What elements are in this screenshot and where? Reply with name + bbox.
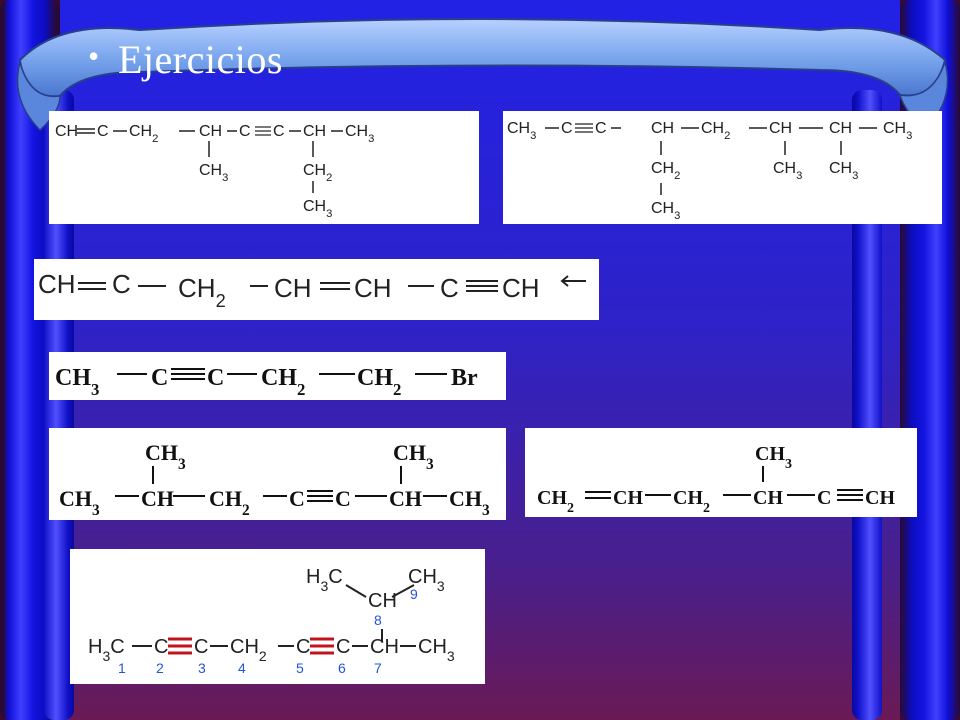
arrow-left-icon <box>560 275 586 287</box>
atom-number: 5 <box>296 660 304 676</box>
atom: CH3 <box>829 160 858 182</box>
atom: CH3 <box>883 120 912 142</box>
atom: Br <box>451 365 478 391</box>
atom: CH2 <box>303 162 332 184</box>
atom: CH <box>303 123 326 140</box>
atom: C <box>154 636 168 658</box>
atom: CH <box>141 486 174 511</box>
atom-number: 1 <box>118 660 126 676</box>
atom-number: 4 <box>238 660 246 676</box>
atom: CH3 <box>755 443 792 472</box>
atom: CH <box>865 487 895 509</box>
atom: CH <box>38 269 76 299</box>
atom: CH3 <box>449 486 490 519</box>
slide-title: • Ejercicios <box>88 36 283 83</box>
title-text: Ejercicios <box>118 37 283 82</box>
atom: CH3 <box>773 160 802 182</box>
atom: CH3 <box>303 198 332 220</box>
atom: CH2 <box>129 123 158 145</box>
atom: CH <box>651 120 674 137</box>
atom: CH2 <box>261 365 305 399</box>
atom: C <box>440 273 459 303</box>
atom: CH3 <box>59 486 100 519</box>
atom: CH2 <box>209 486 250 519</box>
atom-number: 6 <box>338 660 346 676</box>
atom: CH3 <box>393 440 434 473</box>
atom: CH <box>829 120 852 137</box>
atom-number: 2 <box>156 660 164 676</box>
atom: CH2 <box>178 273 226 311</box>
atom: C <box>595 120 607 137</box>
atom: CH3 <box>55 365 99 399</box>
structure-6: CH3 CH2 CH CH2 CH C CH <box>525 428 917 517</box>
structure-2: CH3 C C CH CH2 CH CH CH3 CH2 CH3 CH3 CH3 <box>503 111 942 224</box>
atom: C <box>561 120 573 137</box>
structure-7: H3C CH3 CH 9 8 H3C C C CH2 C C CH CH3 1 <box>70 549 485 684</box>
atom: C <box>151 365 168 391</box>
atom: CH3 <box>651 200 680 222</box>
atom: CH2 <box>701 120 730 142</box>
atom: CH <box>55 123 78 140</box>
atom: H3C <box>306 566 343 594</box>
atom: C <box>336 636 350 658</box>
atom-number: 8 <box>374 612 382 628</box>
structure-4: CH3 C C CH2 CH2 Br <box>49 352 506 400</box>
atom: CH2 <box>230 636 267 664</box>
atom: CH <box>368 590 397 612</box>
atom: CH <box>389 486 422 511</box>
structure-1: CH C CH2 CH C C CH CH3 CH3 CH2 CH3 <box>49 111 479 224</box>
atom: CH <box>354 273 392 303</box>
atom: CH3 <box>145 440 186 473</box>
atom: CH3 <box>199 162 228 184</box>
atom: C <box>112 269 131 299</box>
atom: CH3 <box>418 636 455 664</box>
atom: CH2 <box>673 487 710 516</box>
atom: C <box>335 486 351 511</box>
atom: CH <box>199 123 222 140</box>
atom: CH3 <box>507 120 536 142</box>
atom: CH <box>274 273 312 303</box>
atom: C <box>97 123 109 140</box>
structure-5: CH3 CH3 CH3 CH CH2 C C CH CH3 <box>49 428 506 520</box>
atom: CH2 <box>537 487 574 516</box>
atom: C <box>207 365 224 391</box>
structure-3: CH C CH2 CH CH C CH <box>34 259 599 320</box>
bullet-icon: • <box>88 38 100 74</box>
atom: CH <box>769 120 792 137</box>
atom: C <box>296 636 310 658</box>
atom: CH2 <box>357 365 401 399</box>
atom: CH3 <box>345 123 374 145</box>
atom-number: 7 <box>374 660 382 676</box>
atom: CH2 <box>651 160 680 182</box>
atom: C <box>817 487 831 509</box>
atom: CH <box>502 273 540 303</box>
atom: C <box>289 486 305 511</box>
atom: C <box>194 636 208 658</box>
atom-number: 3 <box>198 660 206 676</box>
atom: CH <box>753 487 783 509</box>
atom-number: 9 <box>410 586 418 602</box>
atom: CH <box>613 487 643 509</box>
atom: CH3 <box>408 566 445 594</box>
atom: C <box>273 123 285 140</box>
atom: C <box>239 123 251 140</box>
atom: CH <box>370 636 399 658</box>
atom: H3C <box>88 636 125 664</box>
